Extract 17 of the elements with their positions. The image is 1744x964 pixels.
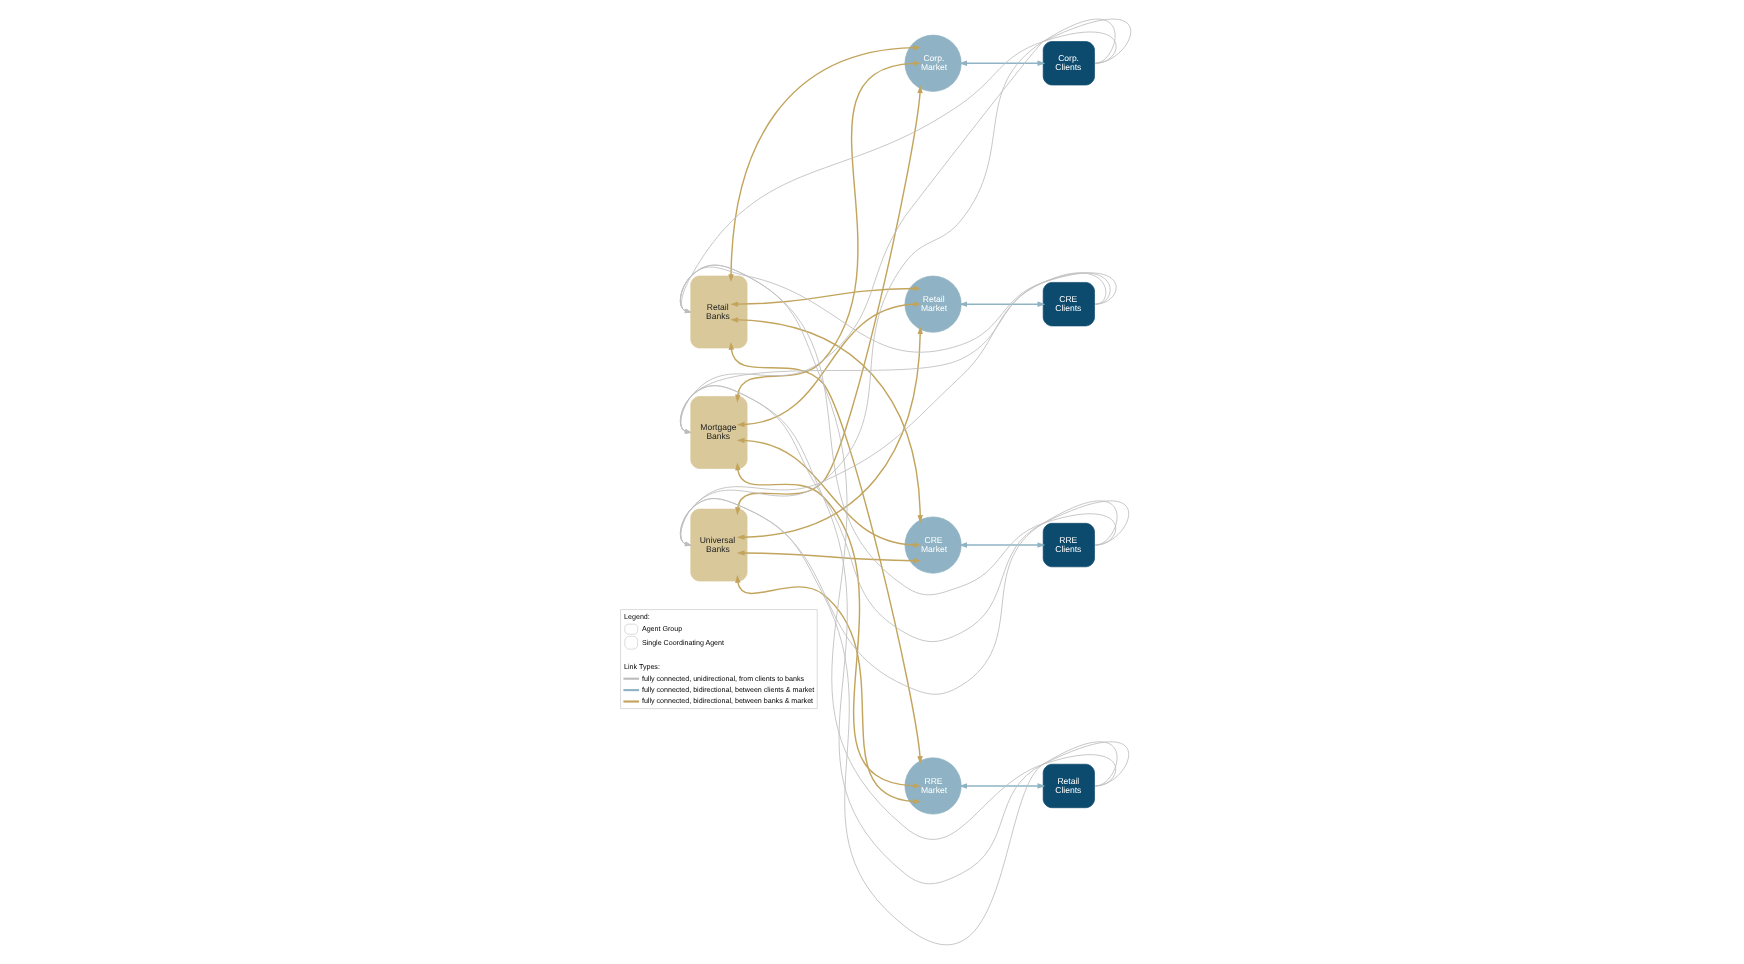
- arrow: [734, 462, 920, 789]
- arrow: [680, 31, 1116, 314]
- arrow: [735, 550, 920, 564]
- arrow: [958, 301, 1045, 307]
- arrow: [958, 60, 1045, 67]
- arrow: [958, 542, 1045, 548]
- arrow: [729, 285, 920, 307]
- arrow: [734, 60, 920, 403]
- arrow: [734, 85, 922, 516]
- arrow: [727, 341, 922, 764]
- arrow: [679, 272, 1106, 547]
- arrow: [734, 575, 920, 805]
- arrow: [727, 44, 920, 283]
- arrow: [679, 18, 1115, 547]
- arrow: [735, 437, 920, 548]
- arrow: [958, 783, 1045, 789]
- arrow: [735, 301, 920, 428]
